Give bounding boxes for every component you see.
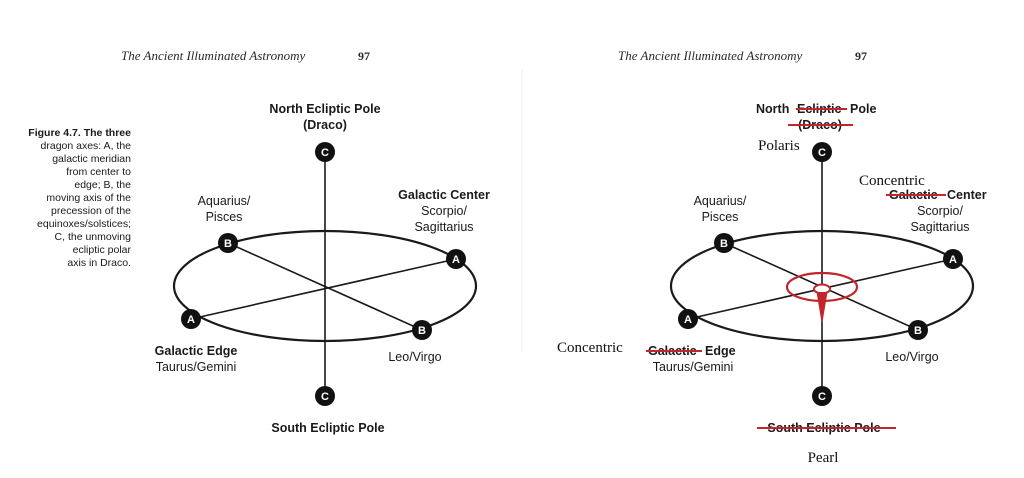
svg-text:B: B xyxy=(224,238,232,250)
north-pole-label: North Ecliptic Pole xyxy=(269,102,380,116)
scorpio-label: Scorpio/ xyxy=(421,204,467,218)
caption-line: C, the unmoving xyxy=(55,231,132,243)
marker-b-left: B xyxy=(714,233,734,253)
page-number: 97 xyxy=(855,49,867,63)
pole-word: Pole xyxy=(850,102,876,116)
caption-line: moving axis of the xyxy=(46,192,131,204)
svg-text:B: B xyxy=(914,325,922,337)
marker-a-right: A xyxy=(943,249,963,269)
axis-a-line xyxy=(190,258,457,320)
leo-virgo-label: Leo/Virgo xyxy=(885,350,938,364)
polaris-annotation: Polaris xyxy=(758,138,800,154)
caption-line: from center to xyxy=(66,166,131,178)
caption-line: ecliptic polar xyxy=(73,244,132,256)
pearl-annotation: Pearl xyxy=(808,450,839,466)
svg-text:C: C xyxy=(818,391,826,403)
original-page: The Ancient Illuminated Astronomy 97 Fig… xyxy=(28,48,490,435)
concentric-annotation-top: Concentric xyxy=(859,173,925,189)
taurus-gemini-label: Taurus/Gemini xyxy=(653,360,734,374)
galactic-edge-label: Galactic Edge xyxy=(155,344,238,358)
svg-text:C: C xyxy=(321,147,329,159)
scorpio-label: Scorpio/ xyxy=(917,204,963,218)
annotated-page: The Ancient Illuminated Astronomy 97 C C… xyxy=(557,48,987,466)
svg-text:A: A xyxy=(949,254,957,266)
caption-line: edge; B, the xyxy=(74,179,131,191)
marker-b-right: B xyxy=(412,320,432,340)
sagittarius-label: Sagittarius xyxy=(910,220,969,234)
marker-c-bottom: C xyxy=(812,386,832,406)
figure-caption: Figure 4.7. The three dragon axes: A, th… xyxy=(28,127,131,269)
draco-label: (Draco) xyxy=(303,118,347,132)
svg-text:B: B xyxy=(418,325,426,337)
aquarius-label: Aquarius/ xyxy=(198,194,251,208)
edge-word: Edge xyxy=(705,344,736,358)
svg-text:B: B xyxy=(720,238,728,250)
marker-c-top: C xyxy=(315,142,335,162)
south-pole-label: South Ecliptic Pole xyxy=(271,421,384,435)
axis-b-line xyxy=(227,242,423,331)
svg-text:A: A xyxy=(187,314,195,326)
marker-c-bottom: C xyxy=(315,386,335,406)
marker-c-top: C xyxy=(812,142,832,162)
aquarius-label: Aquarius/ xyxy=(694,194,747,208)
center-word: Center xyxy=(947,188,987,202)
caption-line: axis in Draco. xyxy=(67,257,131,269)
north-word: North xyxy=(756,102,789,116)
marker-b-left: B xyxy=(218,233,238,253)
pisces-label: Pisces xyxy=(206,210,243,224)
concentric-annotation-left: Concentric xyxy=(557,340,623,356)
marker-a-left: A xyxy=(181,309,201,329)
page-number: 97 xyxy=(358,49,370,63)
svg-text:C: C xyxy=(818,147,826,159)
marker-a-right: A xyxy=(446,249,466,269)
marker-a-left: A xyxy=(678,309,698,329)
caption-line: dragon axes: A, the xyxy=(41,140,132,152)
caption-line: equinoxes/solstices; xyxy=(37,218,131,230)
leo-virgo-label: Leo/Virgo xyxy=(388,350,441,364)
pisces-label: Pisces xyxy=(702,210,739,224)
svg-text:A: A xyxy=(452,254,460,266)
caption-line: precession of the xyxy=(51,205,131,217)
caption-line: Figure 4.7. The three xyxy=(28,127,131,139)
caption-line: galactic meridian xyxy=(52,153,131,165)
svg-text:C: C xyxy=(321,391,329,403)
concentric-center-mark xyxy=(785,271,859,323)
galactic-center-label: Galactic Center xyxy=(398,188,490,202)
svg-text:A: A xyxy=(684,314,692,326)
page-header-title: The Ancient Illuminated Astronomy xyxy=(121,48,305,63)
page-header-title: The Ancient Illuminated Astronomy xyxy=(618,48,802,63)
taurus-gemini-label: Taurus/Gemini xyxy=(156,360,237,374)
marker-b-right: B xyxy=(908,320,928,340)
sagittarius-label: Sagittarius xyxy=(414,220,473,234)
